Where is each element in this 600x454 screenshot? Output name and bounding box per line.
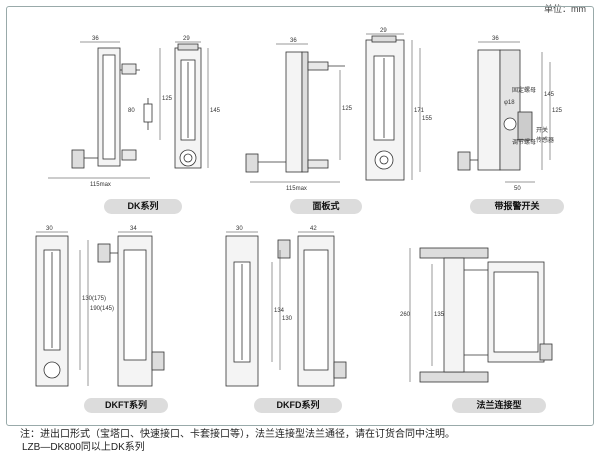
dimension-labels: 36 29 145 80 125 115max 36 29 171 155 12… xyxy=(46,28,563,322)
alarm-callout-switch: 开关 xyxy=(536,126,548,134)
dkft-front-view xyxy=(35,235,69,387)
dk-dim-height: 145 xyxy=(210,108,221,114)
alarm-callout-adjust: 调节螺母 xyxy=(512,138,536,146)
flange-dim-h1: 260 xyxy=(400,312,411,318)
alarm-dim-h1: 145 xyxy=(544,92,555,98)
panel-dim-right-top: 29 xyxy=(380,28,387,34)
dkfd-dim-top: 30 xyxy=(236,226,243,232)
label-panel-type: 面板式 xyxy=(290,199,362,214)
dk-dim-top: 36 xyxy=(92,36,99,42)
alarm-callout-diameter: φ18 xyxy=(504,100,515,106)
label-dk-series: DK系列 xyxy=(104,199,182,214)
dk-dim-right-top: 29 xyxy=(183,36,190,42)
dk-front-view xyxy=(174,43,202,169)
dkft-dim-h1: 130(175) xyxy=(82,296,106,302)
alarm-callout-nut: 固定螺母 xyxy=(512,86,536,94)
panel-front-view xyxy=(365,35,405,181)
dkfd-front-view xyxy=(225,235,259,387)
dk-dim-mid: 80 xyxy=(128,108,135,114)
dkfd-dim-top2: 42 xyxy=(310,226,317,232)
flange-view xyxy=(419,247,553,383)
alarm-dim-top: 36 xyxy=(492,36,499,42)
unit-label: 单位：mm xyxy=(544,4,586,14)
alarm-view xyxy=(457,49,533,171)
dk-dim-bottom: 115max xyxy=(90,182,111,188)
dkfd-dim-h1: 134 xyxy=(274,308,285,314)
footnote-line-2: LZB—DK800同以上DK系列 xyxy=(22,442,145,453)
alarm-dim-h2: 125 xyxy=(552,108,563,114)
panel-dim-h2: 155 xyxy=(422,116,433,122)
dkfd-dim-h2: 130 xyxy=(282,316,293,322)
alarm-dim-bottom: 50 xyxy=(514,186,521,192)
dkft-dim-top2: 34 xyxy=(130,226,137,232)
footnote: 注：进出口形式（宝塔口、快速接口、卡套接口等），法兰连接型法兰通径，请在订货合同… xyxy=(20,428,455,454)
panel-side-view xyxy=(245,51,345,173)
panel-dim-top: 36 xyxy=(290,38,297,44)
panel-dim-h1: 171 xyxy=(414,108,425,114)
alarm-callout-sensor: 传感器 xyxy=(536,136,554,144)
label-dkft-series: DKFT系列 xyxy=(84,398,168,413)
label-flange-type: 法兰连接型 xyxy=(452,398,546,413)
dkfd-side-view xyxy=(277,235,347,387)
dkft-side-view xyxy=(97,235,165,387)
drawing-frame xyxy=(6,6,594,426)
footnote-line-1: 注：进出口形式（宝塔口、快速接口、卡套接口等），法兰连接型法兰通径，请在订货合同… xyxy=(20,429,455,440)
panel-dim-bottom: 115max xyxy=(286,186,307,192)
dk-dim-small: 125 xyxy=(162,96,173,102)
label-alarm-switch: 带报警开关 xyxy=(470,199,564,214)
dk-side-view xyxy=(71,47,153,169)
panel-dim-h3: 125 xyxy=(342,106,353,112)
dkft-dim-h2: 190(145) xyxy=(90,306,114,312)
dkft-dim-top: 30 xyxy=(46,226,53,232)
flange-dim-h2: 135 xyxy=(434,312,445,318)
label-dkfd-series: DKFD系列 xyxy=(254,398,342,413)
